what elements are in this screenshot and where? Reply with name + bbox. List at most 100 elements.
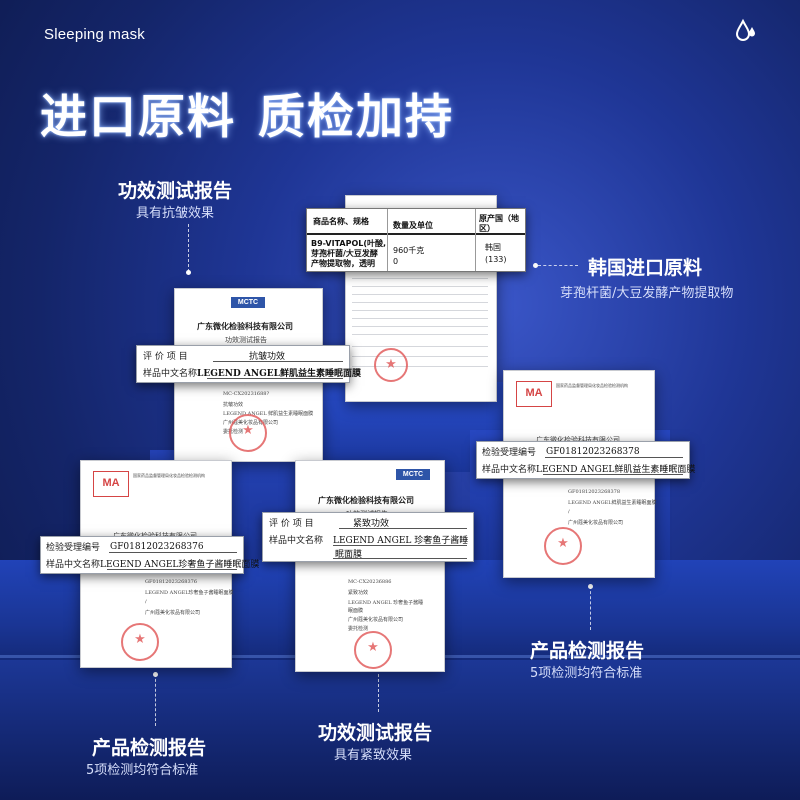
mctc-logo: MCTC xyxy=(231,297,265,308)
table-cell-name-3: 产物提取物，透明 xyxy=(311,259,375,268)
report-sample: LEGEND ANGEL 鲜肌益生素睡眠面膜 xyxy=(223,411,314,417)
leader-bottom-center xyxy=(378,664,379,712)
report-company: 广东微化检验科技有限公司 xyxy=(318,495,414,505)
report-company: 广东微化检验科技有限公司 xyxy=(197,321,293,331)
report-method: 委托检测 xyxy=(348,626,369,632)
table-header-qty: 数量及单位 xyxy=(393,221,433,230)
report-item: 紧致功效 xyxy=(348,590,369,596)
report-sample: LEGEND ANGEL珍奢鱼子酱睡眠面膜 xyxy=(145,590,234,596)
report-number: GF01812023268376 xyxy=(145,579,197,585)
callout-top-left-title: 功效测试报告 xyxy=(118,180,233,202)
doc-line xyxy=(352,334,488,335)
report-sample: LEGEND ANGEL 珍奢鱼子酱睡 xyxy=(348,600,424,606)
water-drop-icon xyxy=(735,18,755,41)
doc-line xyxy=(352,310,488,311)
callout-right-bottom-title: 产品检测报告 xyxy=(530,640,645,662)
report-client: 广州蔻美化妆品有限公司 xyxy=(348,617,404,623)
report-type: 功效测试报告 xyxy=(225,336,267,344)
doc-line xyxy=(352,356,488,357)
leader-right-top xyxy=(538,265,578,266)
table-cell-qty: 960千克 xyxy=(393,246,425,255)
report-client: 广州蔻美化妆品有限公司 xyxy=(568,520,624,526)
card-value-sample: LEGEND ANGEL鲜肌益生素睡眠面膜 xyxy=(197,369,361,379)
card-value-sample: LEGEND ANGEL珍奢鱼子酱睡眠面膜 xyxy=(100,560,260,570)
doc-line xyxy=(352,318,488,319)
callout-right-bottom-sub: 5项检测均符合标准 xyxy=(530,666,643,681)
card-value-sample: LEGEND ANGEL鲜肌益生素睡眠面膜 xyxy=(536,465,696,475)
card-label-number: 检验受理编号 xyxy=(46,543,101,553)
doc-line xyxy=(352,294,488,295)
report-number: MC-CX20231688? xyxy=(223,391,270,397)
product-right-card: 检验受理编号 GF01812023268378 样品中文名称 LEGEND AN… xyxy=(476,441,695,479)
official-stamp xyxy=(354,631,392,669)
report-client: 广州蔻美化妆品有限公司 xyxy=(145,610,201,616)
cma-logo: MA xyxy=(93,471,129,497)
table-header-origin-2: 区） xyxy=(479,224,495,233)
official-stamp xyxy=(229,414,267,452)
report-batch: / xyxy=(145,599,147,605)
callout-top-left-sub: 具有抗皱效果 xyxy=(136,206,215,221)
card-label-item: 评 价 项 目 xyxy=(269,519,314,529)
leader-bottom-left xyxy=(155,674,156,726)
report-company: 广东微化检验科技有限公司 xyxy=(536,436,620,444)
card-value-item: 紧致功效 xyxy=(353,519,390,529)
official-stamp xyxy=(544,527,582,565)
callout-right-top-title: 韩国进口原料 xyxy=(588,257,703,279)
official-stamp xyxy=(374,348,408,382)
report-authority: 国家药品监督管理局化妆品检验检测机构 xyxy=(556,383,628,388)
podium-front xyxy=(0,660,800,800)
card-label-sample: 样品中文名称 xyxy=(482,465,537,475)
doc-line xyxy=(352,278,488,279)
card-label-sample: 样品中文名称 xyxy=(46,560,101,570)
brand-name: Sleeping mask xyxy=(44,26,145,43)
import-table-card: 商品名称、规格 数量及单位 原产国（地 区） B9-VITAPOL(叶酸, 芽孢… xyxy=(306,208,526,272)
callout-bottom-center-title: 功效测试报告 xyxy=(318,722,433,744)
callout-right-top-sub: 芽孢杆菌/大豆发酵产物提取物 xyxy=(560,286,734,301)
cma-logo: MA xyxy=(516,381,552,407)
leader-dot xyxy=(153,672,158,677)
headline: 进口原料质检加持 xyxy=(40,78,454,147)
callout-bottom-left-title: 产品检测报告 xyxy=(92,737,207,759)
report-sample: LEGEND ANGEL鲜肌益生素睡眠面膜 xyxy=(568,500,657,506)
leader-dot xyxy=(186,270,191,275)
card-value-sample-2: 眠面膜 xyxy=(335,550,363,560)
doc-line xyxy=(352,286,488,287)
card-value-number: GF01812023268378 xyxy=(546,446,640,457)
doc-line xyxy=(352,302,488,303)
product-left-card: 检验受理编号 GF01812023268376 样品中文名称 LEGEND AN… xyxy=(40,536,259,574)
leader-dot xyxy=(533,263,538,268)
official-stamp xyxy=(121,623,159,661)
table-header-origin: 原产国（地 xyxy=(479,214,519,223)
doc-line xyxy=(352,346,488,347)
table-cell-origin-2: (133) xyxy=(485,255,507,264)
card-label-sample: 样品中文名称 xyxy=(269,536,324,546)
headline-part1: 进口原料 xyxy=(40,90,236,145)
card-label-number: 检验受理编号 xyxy=(482,448,537,458)
table-cell-origin: 韩国 xyxy=(485,243,501,252)
table-cell-qty-2: 0 xyxy=(393,257,399,266)
headline-part2: 质检加持 xyxy=(258,90,454,145)
table-cell-name-2: 芽孢杆菌/大豆发酵 xyxy=(311,249,378,258)
leader-top-left xyxy=(188,224,189,272)
leader-dot xyxy=(588,584,593,589)
leader-right-bottom xyxy=(590,586,591,630)
report-sample-2: 眠面膜 xyxy=(348,608,364,614)
callout-bottom-center-sub: 具有紧致效果 xyxy=(334,748,413,763)
card-value-number: GF01812023268376 xyxy=(110,541,204,552)
card-label-sample: 样品中文名称 xyxy=(143,369,198,379)
callout-bottom-left-sub: 5项检测均符合标准 xyxy=(86,763,199,778)
report-number: GF01812023268378 xyxy=(568,489,620,495)
table-cell-name-1: B9-VITAPOL(叶酸, xyxy=(311,239,387,248)
mctc-logo: MCTC xyxy=(396,469,430,480)
card-label-item: 评 价 项 目 xyxy=(143,352,188,362)
report-number: MC-CX20236886 xyxy=(348,579,392,585)
card-value-sample: LEGEND ANGEL 珍奢鱼子酱睡 xyxy=(333,536,469,546)
doc-line xyxy=(352,326,488,327)
report-authority: 国家药品监督管理局化妆品检验检测机构 xyxy=(133,473,205,478)
report-batch: / xyxy=(568,509,570,515)
card-value-item: 抗皱功效 xyxy=(249,352,286,362)
efficacy-report-center: MCTC 广东微化检验科技有限公司 功效测试报告 MC-CX20236886 紧… xyxy=(295,460,445,672)
efficacy-left-card: 评 价 项 目 抗皱功效 样品中文名称 LEGEND ANGEL鲜肌益生素睡眠面… xyxy=(136,345,361,383)
efficacy-center-card: 评 价 项 目 紧致功效 样品中文名称 LEGEND ANGEL 珍奢鱼子酱睡 … xyxy=(262,512,474,562)
